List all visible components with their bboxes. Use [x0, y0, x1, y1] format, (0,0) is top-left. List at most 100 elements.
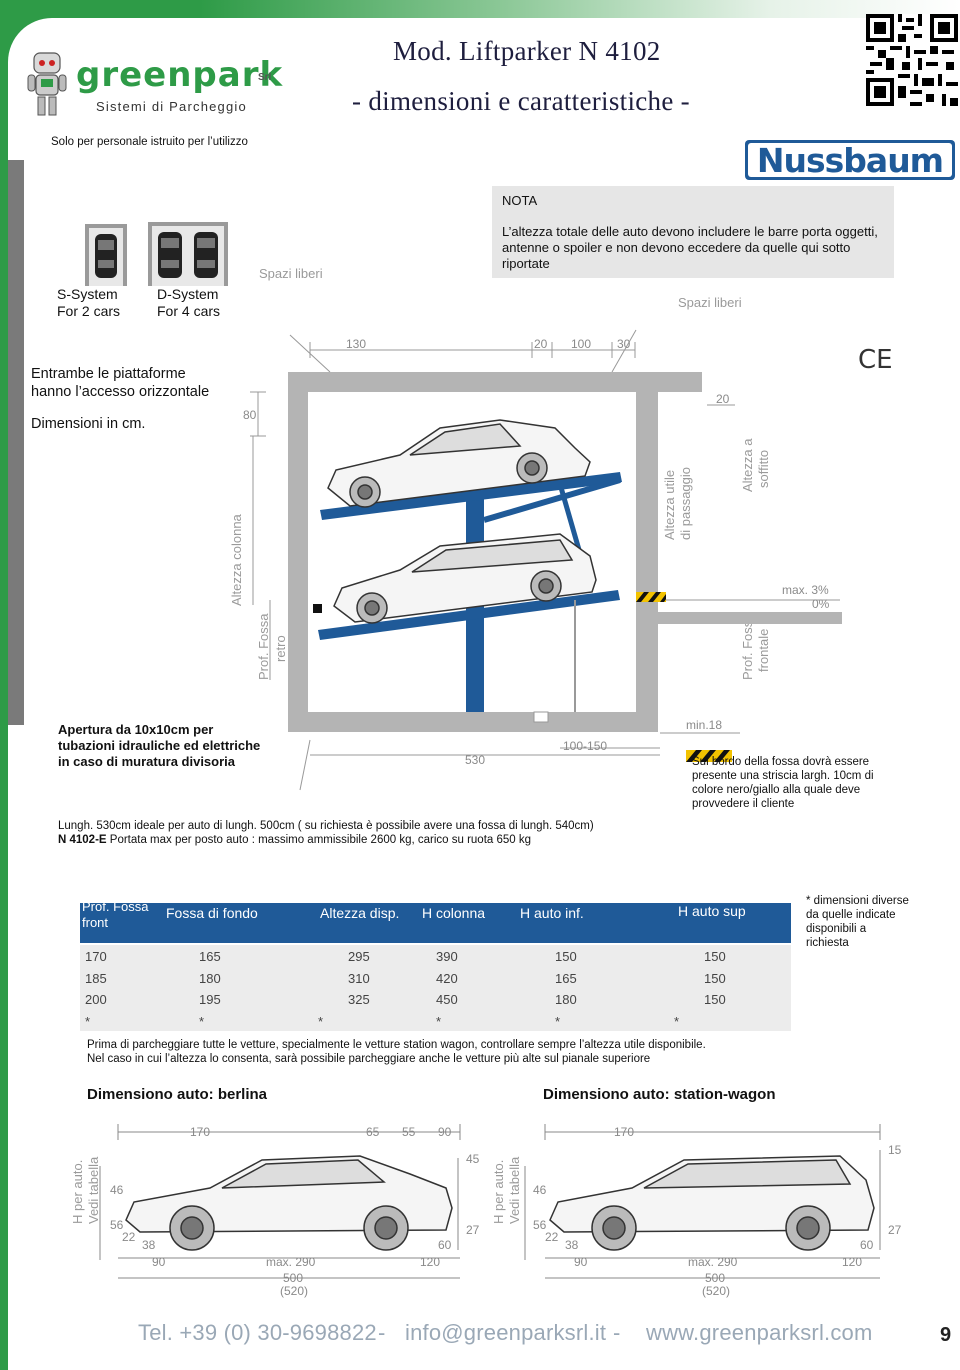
table-cell: 165: [555, 971, 577, 986]
safety-stripe-icon: [636, 592, 666, 602]
footer-website[interactable]: www.greenparksrl.com: [646, 1320, 873, 1345]
sedan-dim-22: 22: [122, 1230, 136, 1244]
sedan-dim-290: max. 290: [266, 1255, 316, 1269]
lbl-altezza-utile-2: di passaggio: [678, 467, 693, 540]
side-rail: [8, 160, 24, 725]
table-cell: 390: [436, 949, 458, 964]
table-cell: 165: [199, 949, 221, 964]
manufacturer-name: Nussbaum: [757, 141, 943, 180]
page-subtitle: - dimensioni e caratteristiche -: [352, 86, 690, 116]
note-label: NOTA: [502, 193, 538, 208]
nussbaum-logo-icon: Nussbaum: [745, 140, 955, 180]
lbl-altezza-colonna: Altezza colonna: [229, 513, 244, 606]
table-cell: 150: [555, 949, 577, 964]
sedan-dim-56: 56: [110, 1218, 124, 1232]
manufacturer-logo: Nussbaum: [745, 136, 955, 184]
table-cell: 310: [348, 971, 370, 986]
d-system-name: D-System: [157, 286, 219, 302]
footer-sep-1: -: [378, 1320, 386, 1345]
pit-diagram: 130 20 100 30 20 80 530 100-150 min.18 m…: [229, 329, 893, 791]
sedan-dim-27: 27: [466, 1223, 480, 1237]
wagon-dim-38: 38: [565, 1238, 579, 1252]
sedan-dim-170: 170: [190, 1125, 210, 1139]
qr-code[interactable]: [866, 14, 958, 106]
sedan-car-icon: [125, 1155, 453, 1251]
wagon-height-label-2: Vedi tabella: [507, 1156, 522, 1224]
footer-email[interactable]: info@greenparksrl.it: [405, 1320, 607, 1345]
opening-note: Apertura da 10x10cm per tubazioni idraul…: [58, 722, 261, 769]
brand-name: greenpark: [76, 55, 284, 95]
s-system-name: S-System: [57, 286, 118, 302]
wagon-dim-290: max. 290: [688, 1255, 738, 1269]
lbl-altezza-soffitto-1: Altezza a: [740, 438, 755, 492]
table-cell: *: [436, 1014, 442, 1029]
hydraulic-opening-marker: [313, 604, 322, 613]
lbl-altezza-soffitto-2: soffitto: [756, 450, 771, 488]
s-system-icon: [85, 224, 127, 286]
wagon-dim-170: 170: [614, 1125, 634, 1139]
sedan-dim-90-top: 90: [438, 1125, 452, 1139]
wagon-car-icon: [549, 1155, 875, 1251]
table-header-prof-fossa: Prof. Fossa front: [82, 899, 149, 930]
table-cell: 150: [704, 949, 726, 964]
d-system-icon: [148, 222, 228, 286]
stripe-legend-icon: [686, 750, 732, 762]
table-header-fossa-fondo: Fossa di fondo: [166, 905, 258, 921]
d-system-cars: For 4 cars: [157, 303, 221, 319]
lbl-prof-fossa-retro-2: retro: [273, 635, 288, 662]
dim-30: 30: [617, 337, 631, 351]
sedan-dim-55: 55: [402, 1125, 416, 1139]
table-cell: 450: [436, 992, 458, 1007]
stripe-note: Sul bordo della fossa dovrà essere prese…: [692, 756, 874, 810]
wagon-dim-60: 60: [860, 1238, 874, 1252]
ce-mark-icon: CE: [858, 345, 893, 375]
dim-100-150: 100-150: [563, 739, 607, 753]
sedan-height-label-1: H per auto.: [70, 1160, 85, 1224]
dim-130: 130: [346, 337, 366, 351]
page-title: Mod. Liftparker N 4102: [393, 36, 661, 66]
footer-sep-2: -: [613, 1320, 621, 1345]
dim-530: 530: [465, 753, 485, 767]
wagon-dim-120: 120: [842, 1255, 862, 1269]
capacity-note: Portata max per posto auto : massimo amm…: [106, 834, 532, 846]
table-side-note: * dimensioni diverse da quelle indicate …: [806, 895, 909, 949]
table-cell: 150: [704, 992, 726, 1007]
table-header-h-auto-inf: H auto inf.: [520, 905, 584, 921]
wagon-dim-15: 15: [888, 1143, 902, 1157]
table-cell: *: [85, 1014, 91, 1029]
table-cell: 150: [704, 971, 726, 986]
wagon-dim-56: 56: [533, 1218, 547, 1232]
upper-car-icon: [327, 419, 591, 508]
sedan-dim-520: (520): [280, 1284, 308, 1298]
sedan-dim-38: 38: [142, 1238, 156, 1252]
specs-table-body: [80, 945, 791, 1031]
table-cell: 200: [85, 992, 107, 1007]
robot-mascot-icon: [27, 52, 67, 116]
brand-tagline: Sistemi di Parcheggio: [96, 99, 247, 114]
dim-100: 100: [571, 337, 591, 351]
advice-line1: Prima di parcheggiare tutte le vetture, …: [87, 1039, 706, 1051]
lower-car-icon: [333, 533, 597, 624]
dim-80: 80: [243, 408, 257, 422]
access-note-line1: Entrambe le piattaforme: [31, 366, 186, 382]
footer-phone: Tel. +39 (0) 30-9698822: [138, 1320, 377, 1345]
table-cell: 295: [348, 949, 370, 964]
wagon-title: Dimensiono auto: station-wagon: [543, 1086, 776, 1103]
dim-20a: 20: [534, 337, 548, 351]
upper-platform: [320, 472, 622, 520]
dim-min18: min.18: [686, 718, 722, 732]
table-cell: 325: [348, 992, 370, 1007]
table-cell: *: [199, 1014, 205, 1029]
table-header-altezza: Altezza disp.: [320, 905, 400, 921]
wagon-dim-22: 22: [545, 1230, 559, 1244]
s-system-cars: For 2 cars: [57, 303, 121, 319]
table-cell: 185: [85, 971, 107, 986]
sedan-dim-60: 60: [438, 1238, 452, 1252]
brand-suffix: Srl: [258, 72, 272, 83]
table-header-h-auto-sup: H auto sup: [678, 903, 746, 919]
sedan-dim-45: 45: [466, 1152, 480, 1166]
table-cell: *: [318, 1014, 324, 1029]
table-cell: 195: [199, 992, 221, 1007]
slope-zero: 0%: [812, 597, 830, 611]
page-number: 9: [940, 1324, 952, 1346]
